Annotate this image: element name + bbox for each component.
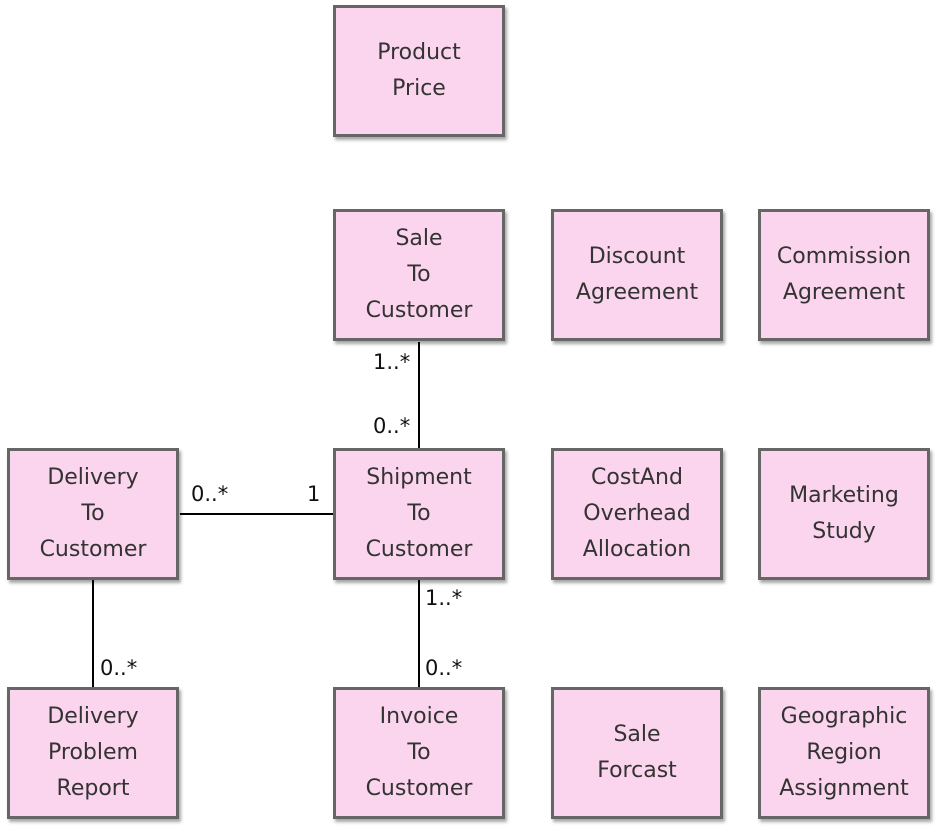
marketing-study-box[interactable]: Marketing Study: [758, 448, 930, 580]
shipment-to-customer-box[interactable]: Shipment To Customer: [333, 448, 505, 580]
box-label-line: Sale: [395, 226, 443, 251]
box-label-line: Agreement: [782, 280, 906, 305]
box-label-line: Study: [812, 519, 876, 544]
multiplicity-label: 0..*: [100, 656, 138, 680]
box-label-line: Allocation: [582, 537, 692, 562]
box-label-line: Delivery: [47, 704, 139, 729]
box-label-line: Price: [392, 76, 446, 101]
multiplicity-label: 1..*: [425, 586, 463, 610]
box-label-line: Discount: [588, 244, 686, 269]
cost-and-overhead-allocation-box[interactable]: CostAnd Overhead Allocation: [551, 448, 723, 580]
box-label-line: To: [407, 740, 431, 765]
box-label-line: Customer: [365, 298, 473, 323]
box-label-line: Problem: [48, 740, 138, 765]
box-label-line: Agreement: [575, 280, 699, 305]
sale-forcast-box[interactable]: Sale Forcast: [551, 687, 723, 819]
discount-agreement-box[interactable]: Discount Agreement: [551, 209, 723, 341]
box-label-line: Region: [806, 740, 882, 765]
box-label-line: Delivery: [47, 465, 139, 490]
invoice-to-customer-box[interactable]: Invoice To Customer: [333, 687, 505, 819]
multiplicity-label: 0..*: [425, 656, 463, 680]
box-label-line: Commission: [776, 244, 912, 269]
box-label-line: Shipment: [366, 465, 472, 490]
box-label-line: To: [81, 501, 105, 526]
box-label-line: To: [407, 501, 431, 526]
box-label-line: Customer: [365, 537, 473, 562]
box-label-line: Geographic: [780, 704, 908, 729]
sale-to-customer-box[interactable]: Sale To Customer: [333, 209, 505, 341]
box-label-line: Customer: [365, 776, 473, 801]
multiplicity-label: 1..*: [373, 350, 411, 374]
delivery-to-customer-box[interactable]: Delivery To Customer: [7, 448, 179, 580]
multiplicity-label: 0..*: [373, 414, 411, 438]
commission-agreement-box[interactable]: Commission Agreement: [758, 209, 930, 341]
box-label-line: Forcast: [597, 758, 677, 783]
product-price-box[interactable]: Product Price: [333, 5, 505, 137]
delivery-problem-report-box[interactable]: Delivery Problem Report: [7, 687, 179, 819]
box-label-line: Marketing: [789, 483, 899, 508]
box-label-line: Report: [56, 776, 130, 801]
box-label-line: Invoice: [379, 704, 459, 729]
box-label-line: To: [407, 262, 431, 287]
box-label-line: Overhead: [583, 501, 691, 526]
box-label-line: Customer: [39, 537, 147, 562]
box-label-line: Assignment: [779, 776, 909, 801]
box-label-line: Product: [377, 40, 461, 65]
box-label-line: Sale: [613, 722, 661, 747]
multiplicity-label: 1: [307, 482, 321, 506]
multiplicity-label: 0..*: [191, 482, 229, 506]
geographic-region-assignment-box[interactable]: Geographic Region Assignment: [758, 687, 930, 819]
box-label-line: CostAnd: [591, 465, 683, 490]
